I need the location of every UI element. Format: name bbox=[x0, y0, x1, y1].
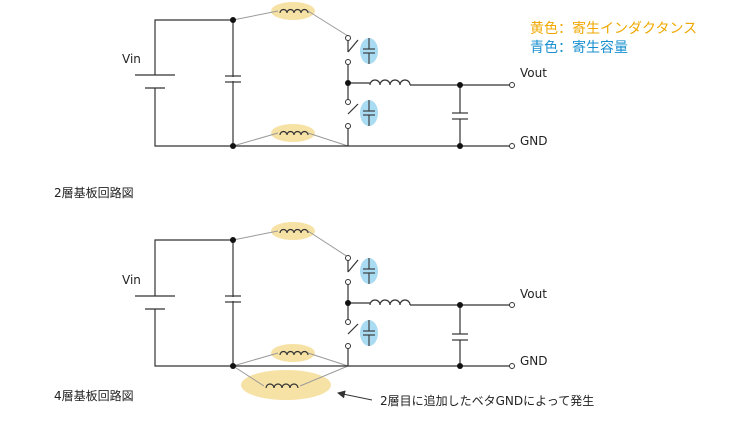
high-side-switch bbox=[345, 255, 359, 303]
parasitic-inductor-bottom-coil bbox=[279, 130, 309, 136]
gnd-label: GND bbox=[520, 354, 548, 368]
vout-terminal bbox=[509, 82, 515, 88]
high-side-switch bbox=[345, 35, 359, 83]
vout-label: Vout bbox=[520, 287, 547, 301]
gnd-label: GND bbox=[520, 134, 548, 148]
input-capacitor bbox=[225, 75, 241, 83]
vout-terminal bbox=[509, 302, 515, 308]
parasitic-capacitance-low-side bbox=[360, 100, 378, 126]
legend-parasitic-inductance: 黄色：寄生インダクタンス bbox=[530, 20, 697, 37]
parasitic-inductor-top-coil bbox=[279, 8, 309, 14]
parasitic-inductance-added-gnd-plane bbox=[241, 370, 331, 400]
parasitic-capacitance-high-side bbox=[360, 38, 378, 64]
vin-battery bbox=[135, 74, 175, 89]
two-layer-circuit: Vin bbox=[54, 2, 548, 200]
low-side-switch bbox=[345, 303, 359, 366]
four-layer-caption: 4層基板回路図 bbox=[54, 388, 134, 403]
vin-battery bbox=[135, 295, 175, 310]
vout-label: Vout bbox=[520, 66, 547, 80]
output-capacitor bbox=[452, 305, 468, 366]
gnd-terminal bbox=[509, 363, 515, 369]
output-inductor bbox=[369, 79, 411, 86]
output-capacitor bbox=[452, 85, 468, 146]
input-capacitor bbox=[225, 295, 241, 303]
vin-label: Vin bbox=[122, 52, 141, 66]
legend-parasitic-capacitance: 青色：寄生容量 bbox=[530, 39, 628, 56]
annotation-arrow bbox=[337, 390, 373, 401]
parasitic-capacitance-high-side bbox=[360, 258, 378, 284]
gnd-terminal bbox=[509, 143, 515, 149]
low-side-switch bbox=[345, 83, 359, 146]
gnd-plane-annotation: 2層目に追加したベタGNDによって発生 bbox=[380, 393, 594, 408]
parasitic-inductor-top-coil bbox=[279, 228, 309, 234]
parasitic-inductor-bottom-coil bbox=[279, 350, 309, 356]
two-layer-caption: 2層基板回路図 bbox=[54, 185, 134, 200]
output-inductor bbox=[369, 299, 411, 306]
parasitic-inductor-gnd-plane-coil bbox=[265, 383, 299, 389]
parasitic-capacitance-low-side bbox=[360, 320, 378, 346]
four-layer-circuit: Vin bbox=[54, 222, 594, 408]
vin-label: Vin bbox=[122, 273, 141, 287]
